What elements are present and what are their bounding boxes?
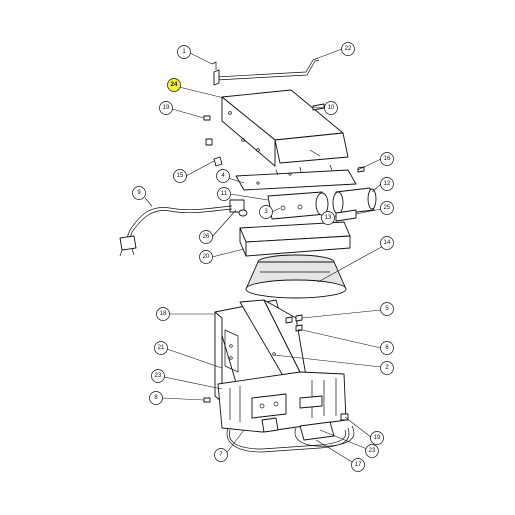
callout-5[interactable]: 5 (380, 302, 394, 316)
callout-4[interactable]: 4 (216, 169, 230, 183)
callout-15[interactable]: 15 (173, 169, 187, 183)
control-box (239, 221, 351, 257)
svg-text:17: 17 (355, 462, 362, 468)
svg-text:5: 5 (385, 306, 389, 312)
callout-13[interactable]: 13 (321, 211, 335, 225)
svg-text:15: 15 (177, 173, 184, 179)
svg-text:19: 19 (374, 435, 381, 441)
svg-text:19: 19 (163, 105, 170, 111)
svg-text:1: 1 (182, 49, 186, 55)
motor-assembly (229, 187, 377, 222)
rod-assembly (211, 57, 320, 86)
svg-text:21: 21 (158, 345, 165, 351)
callout-3[interactable]: 3 (259, 205, 273, 219)
hopper-bowl (245, 254, 347, 299)
svg-text:23: 23 (155, 373, 162, 379)
callout-24-highlighted[interactable]: 24 (167, 78, 181, 92)
svg-text:13: 13 (325, 215, 332, 221)
mounting-plate (235, 164, 365, 191)
callout-6[interactable]: 6 (380, 341, 394, 355)
svg-text:8: 8 (154, 395, 158, 401)
callout-9[interactable]: 9 (132, 186, 146, 200)
svg-text:22: 22 (345, 46, 352, 52)
leader-lines (144, 48, 386, 466)
callout-25[interactable]: 25 (380, 201, 394, 215)
callout-7[interactable]: 7 (214, 448, 228, 462)
callout-18[interactable]: 18 (156, 307, 170, 321)
callout-19-lower[interactable]: 19 (370, 431, 384, 445)
callout-22[interactable]: 22 (341, 42, 355, 56)
callout-21[interactable]: 21 (154, 341, 168, 355)
callout-2[interactable]: 2 (380, 361, 394, 375)
svg-text:4: 4 (221, 173, 225, 179)
callout-1[interactable]: 1 (177, 45, 191, 59)
svg-text:25: 25 (384, 205, 391, 211)
lower-tray (203, 371, 349, 433)
svg-text:3: 3 (264, 209, 268, 215)
callout-23-left[interactable]: 23 (151, 369, 165, 383)
callout-17[interactable]: 17 (351, 458, 365, 472)
svg-text:16: 16 (384, 156, 391, 162)
callout-19[interactable]: 19 (159, 101, 173, 115)
svg-text:6: 6 (385, 345, 389, 351)
base-frame (214, 299, 307, 403)
power-cable (119, 205, 233, 257)
hood-cover (203, 89, 349, 167)
callout-8[interactable]: 8 (149, 391, 163, 405)
part-drawings (119, 57, 377, 453)
svg-text:10: 10 (328, 105, 335, 111)
callout-16[interactable]: 16 (380, 152, 394, 166)
svg-text:12: 12 (384, 181, 391, 187)
callout-12[interactable]: 12 (380, 177, 394, 191)
svg-text:20: 20 (203, 254, 210, 260)
callout-20[interactable]: 20 (199, 250, 213, 264)
svg-text:24: 24 (171, 82, 178, 88)
svg-text:9: 9 (137, 190, 141, 196)
svg-text:2: 2 (385, 365, 389, 371)
svg-text:7: 7 (219, 452, 223, 458)
svg-text:11: 11 (221, 191, 228, 197)
callout-14[interactable]: 14 (380, 236, 394, 250)
callout-26[interactable]: 26 (199, 230, 213, 244)
callouts: 1 22 24 19 10 16 15 4 12 9 11 3 13 25 26… (132, 42, 394, 472)
skid-rails (226, 417, 355, 453)
callout-10[interactable]: 10 (324, 101, 338, 115)
callout-23-right[interactable]: 23 (365, 444, 379, 458)
svg-text:26: 26 (203, 234, 210, 240)
svg-text:18: 18 (160, 311, 167, 317)
callout-11[interactable]: 11 (217, 187, 231, 201)
svg-text:14: 14 (384, 240, 391, 246)
svg-text:23: 23 (369, 448, 376, 454)
